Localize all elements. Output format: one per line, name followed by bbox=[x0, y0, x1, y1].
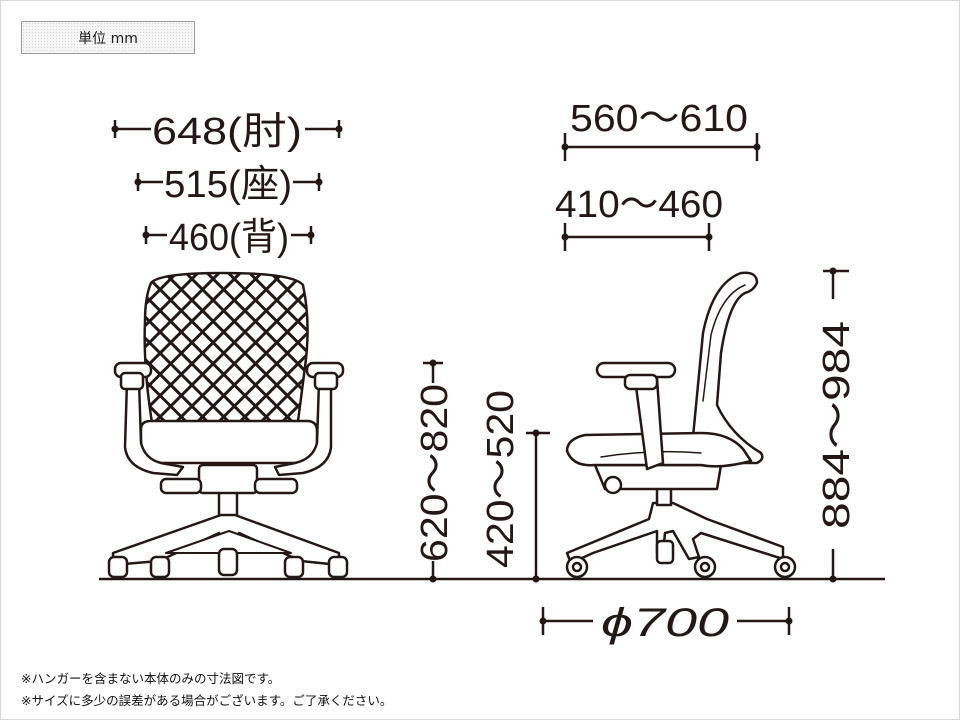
front-right-arm bbox=[273, 379, 333, 477]
depth-max-label: 560〜610 bbox=[570, 98, 748, 140]
seat-height-label: 420〜520 bbox=[480, 390, 522, 568]
front-backrest bbox=[143, 271, 309, 431]
width-armrest-label: 648(肘) bbox=[152, 111, 302, 153]
front-view-chair bbox=[107, 271, 349, 579]
side-view-chair bbox=[565, 271, 797, 579]
armrest-height-label: 620〜820 bbox=[414, 384, 456, 562]
width-seat-label: 515(座) bbox=[164, 164, 292, 206]
overall-height-label: 884〜984 bbox=[816, 321, 858, 529]
front-seat bbox=[139, 419, 319, 465]
base-diameter-label: ϕ700 bbox=[601, 601, 729, 645]
front-casters bbox=[107, 547, 349, 579]
depth-dimensions bbox=[561, 133, 761, 251]
note-dimension-scope: ※ハンガーを含まない本体のみの寸法図です。 bbox=[21, 671, 281, 686]
side-backrest bbox=[691, 271, 764, 465]
width-back-label: 460(背) bbox=[169, 217, 289, 259]
height-dimensions bbox=[423, 267, 849, 583]
unit-label: 単位 mm bbox=[78, 30, 138, 47]
note-tolerance: ※サイズに多少の誤差がある場合がございます。ご了承ください。 bbox=[21, 693, 393, 708]
width-dimensions bbox=[111, 120, 343, 244]
front-left-arm bbox=[123, 379, 185, 477]
front-mechanism bbox=[197, 463, 259, 495]
side-base bbox=[565, 501, 785, 565]
depth-seat-label: 410〜460 bbox=[555, 184, 723, 226]
base-diameter-dimension bbox=[539, 607, 793, 635]
unit-badge: 単位 mm bbox=[21, 21, 195, 54]
